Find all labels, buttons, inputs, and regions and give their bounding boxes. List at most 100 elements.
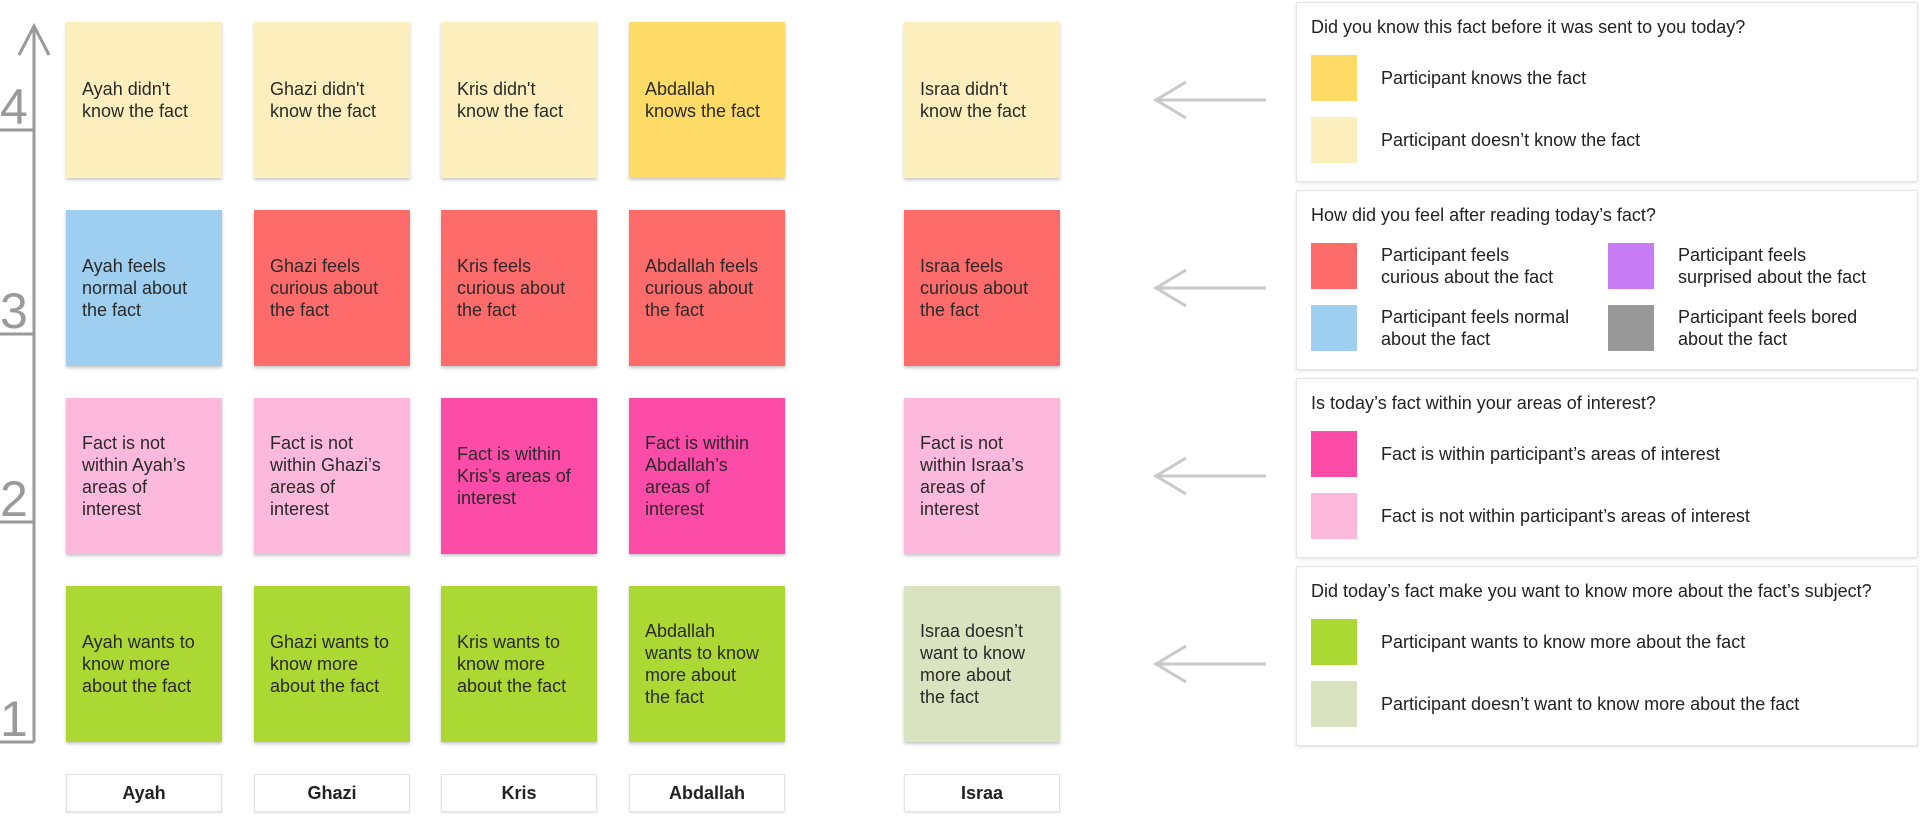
axis-level-label: 2	[0, 471, 28, 527]
left-arrow-icon	[1153, 644, 1266, 684]
sticky-note-line: within Ayah’s	[82, 455, 186, 475]
legend-swatch	[1608, 305, 1654, 351]
legend-label-line: about the fact	[1381, 329, 1491, 349]
sticky-note-line: the fact	[82, 300, 142, 320]
sticky-note-line: about the fact	[270, 676, 380, 696]
legend-swatch	[1311, 619, 1357, 665]
sticky-note-line: wants to know	[645, 643, 760, 663]
legend-label-line: Participant doesn’t want to know more ab…	[1381, 694, 1800, 714]
participant-label-ayah: Ayah	[66, 774, 222, 812]
sticky-note-line: Fact is within	[645, 433, 750, 453]
sticky-note-line: the fact	[920, 687, 980, 707]
legend-label-line: Fact is not within participant’s areas o…	[1381, 506, 1750, 526]
axis-level-label: 3	[0, 283, 28, 339]
legend-label: Participant doesn’t want to know more ab…	[1381, 693, 1799, 715]
participant-label-kris: Kris	[441, 774, 597, 812]
sticky-note-line: interest	[457, 488, 517, 508]
legend-panel: Did you know this fact before it was sen…	[1296, 2, 1918, 182]
sticky-note-line: Abdallah’s	[645, 455, 728, 475]
sticky-note-line: more about	[645, 665, 737, 685]
sticky-note-line: Ayah feels	[82, 256, 166, 276]
legend-label: Participant doesn’t know the fact	[1381, 129, 1640, 151]
sticky-note-line: Ghazi wants to	[270, 632, 390, 652]
sticky-note-line: Israa didn't	[920, 79, 1008, 99]
axis-arrowhead	[17, 22, 51, 56]
participant-label-ghazi: Ghazi	[254, 774, 410, 812]
legend-question: Did you know this fact before it was sen…	[1311, 17, 1746, 37]
sticky-note-line: know the fact	[920, 101, 1027, 121]
sticky-note-line: areas of	[270, 477, 336, 497]
legend-swatch	[1608, 243, 1654, 289]
sticky-note-line: know the fact	[457, 101, 564, 121]
sticky-note-line: interest	[920, 499, 980, 519]
left-arrow-icon	[1153, 268, 1266, 308]
legend-swatch	[1311, 493, 1357, 539]
axis-level-label: 4	[0, 79, 28, 135]
sticky-note-line: the fact	[457, 300, 517, 320]
sticky-note-line: Ayah wants to	[82, 632, 195, 652]
legend-swatch	[1311, 243, 1357, 289]
legend-swatch	[1311, 55, 1357, 101]
sticky-note-line: know more	[82, 654, 171, 674]
legend-label-line: surprised about the fact	[1678, 267, 1867, 287]
legend-swatch	[1311, 305, 1357, 351]
sticky-note-line: know the fact	[82, 101, 189, 121]
sticky-note-line: the fact	[920, 300, 980, 320]
sticky-note-line: Fact is within	[457, 444, 562, 464]
sticky-note-line: curious about	[270, 278, 379, 298]
legend-label: Fact is within participant’s areas of in…	[1381, 443, 1720, 465]
sticky-note-line: Ayah didn't	[82, 79, 171, 99]
sticky-note-line: Fact is not	[82, 433, 166, 453]
legend-question: Did today’s fact make you want to know m…	[1311, 581, 1872, 601]
sticky-note-line: interest	[645, 499, 705, 519]
sticky-note-line: within Israa’s	[920, 455, 1024, 475]
left-arrow-icon	[1153, 456, 1266, 496]
participant-label-israa: Israa	[904, 774, 1060, 812]
sticky-note-line: Kris feels	[457, 256, 532, 276]
sticky-note-line: Kris didn't	[457, 79, 536, 99]
legend-question: How did you feel after reading today’s f…	[1311, 205, 1656, 225]
sticky-note-line: Abdallah feels	[645, 256, 759, 276]
sticky-note-line: Abdallah	[645, 621, 716, 641]
legend-label-line: Participant feels normal	[1381, 307, 1570, 327]
sticky-note-line: Ghazi feels	[270, 256, 361, 276]
legend-label-line: Participant wants to know more about the…	[1381, 632, 1746, 652]
sticky-note-line: about the fact	[82, 676, 192, 696]
legend-swatch	[1311, 681, 1357, 727]
legend-question: Is today’s fact within your areas of int…	[1311, 393, 1656, 413]
legend-label-line: curious about the fact	[1381, 267, 1554, 287]
sticky-note-line: the fact	[645, 687, 705, 707]
legend-label-line: about the fact	[1678, 329, 1788, 349]
legend-label: Participant wants to know more about the…	[1381, 631, 1745, 653]
sticky-note-line: Fact is not	[270, 433, 354, 453]
sticky-note-line: the fact	[645, 300, 705, 320]
legend-label-line: Fact is within participant’s areas of in…	[1381, 444, 1720, 464]
sticky-note-line: more about	[920, 665, 1012, 685]
sticky-note-line: interest	[270, 499, 330, 519]
sticky-note-line: the fact	[270, 300, 330, 320]
